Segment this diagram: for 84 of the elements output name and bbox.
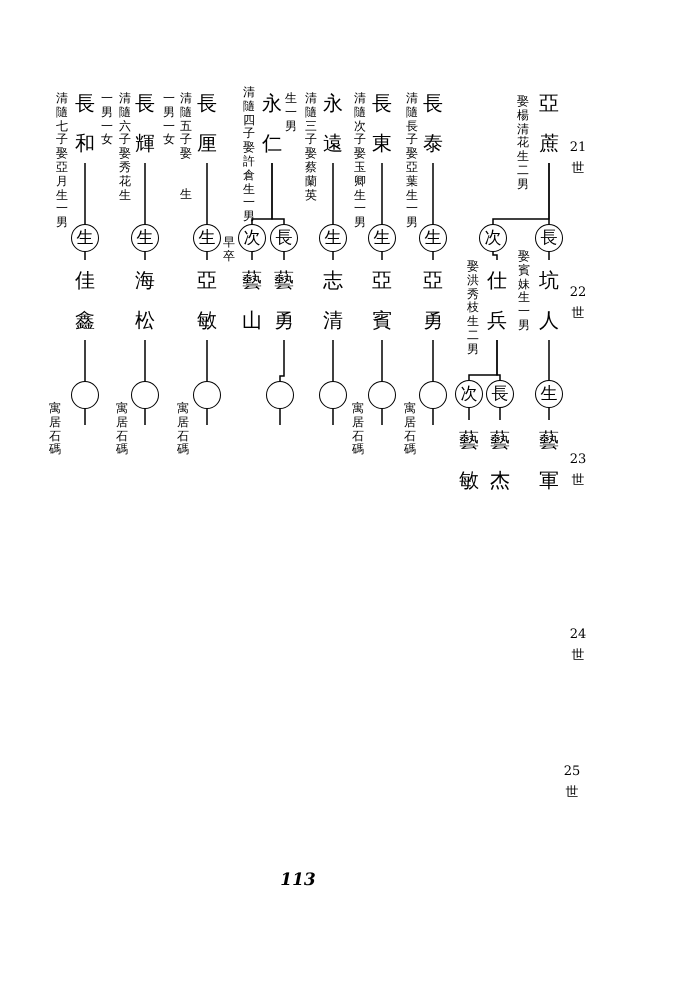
annotation-note: 娶洪秀枝生二男 [466,260,480,357]
lineage-line [251,252,253,260]
person-name: 永仁 [262,83,282,163]
generation-label: 23世 [569,451,587,490]
annotation-note: 娶楊清花生二男 [516,95,530,192]
generation-label: 25世 [563,763,581,802]
person-name: 長東 [372,83,392,163]
generation-label: 24世 [569,626,587,665]
lineage-line [84,340,86,381]
generation-label: 22世 [569,284,587,323]
person-name: 海松 [135,260,155,340]
person-name: 佳鑫 [75,260,95,340]
person-name: 亞賓 [372,260,392,340]
person-name: 坑人 [539,260,559,340]
lineage-line [381,340,383,381]
person-name: 亞勇 [423,260,443,340]
annotation-note: 清隨三子娶蔡蘭英 [304,92,318,202]
annotation-note: 清隨四子娶許倉生一男 [242,86,256,224]
annotation-note: 清隨次子娶玉卿生一男 [353,92,367,230]
lineage-line [206,409,208,425]
annotation-note: 清隨六子娶秀花生 [118,92,132,202]
annotation-note: 一男一女 [100,92,114,148]
lineage-line [548,408,550,420]
lineage-line [206,340,208,381]
lineage-line [548,252,550,260]
annotation-note: 寓居石碼 [176,402,190,458]
lineage-line [468,340,498,380]
lineage-line [381,409,383,425]
lineage-line [432,252,434,260]
lineage-line [84,252,86,260]
lineage-line [332,252,334,260]
lineage-line [332,340,334,381]
person-name: 仕兵 [487,260,507,340]
lineage-line [206,252,208,260]
person-name: 長泰 [423,83,443,163]
annotation-note: 生 [179,188,193,202]
lineage-line [492,252,498,260]
lineage-line [468,408,470,420]
annotation-note: 清隨長子娶亞葉生一男 [405,92,419,230]
lineage-line [206,163,208,224]
lineage-line [548,340,550,380]
lineage-line [144,252,146,260]
annotation-note: 清隨七子娶亞月生一男 [55,92,69,230]
lineage-line [332,163,334,224]
lineage-line [144,340,146,381]
annotation-note: 一男一女 [162,92,176,148]
lineage-line [283,252,285,260]
lineage-line [84,163,86,224]
lineage-line [279,340,285,381]
person-name: 志清 [323,260,343,340]
annotation-note: 清隨五子娶 [179,92,193,161]
lineage-line [144,163,146,224]
generation-label: 21世 [569,139,587,178]
person-name: 藝杰 [490,420,510,500]
person-name: 藝勇 [274,260,294,340]
person-name: 長輝 [135,83,155,163]
annotation-note: 寓居石碼 [48,402,62,458]
lineage-line [432,163,434,224]
lineage-line [332,409,334,425]
person-name: 長和 [75,83,95,163]
lineage-line [279,409,281,425]
lineage-line [84,409,86,425]
annotation-note: 寓居石碼 [403,402,417,458]
person-name: 藝敏 [459,420,479,500]
lineage-line [432,409,434,425]
person-name: 亞敏 [197,260,217,340]
person-name: 藝軍 [539,420,559,500]
annotation-note: 娶賓妹生一男 [517,250,531,333]
lineage-line [432,340,434,381]
annotation-note: 寓居石碼 [115,402,129,458]
person-name: 藝山 [242,260,262,340]
page-number: 113 [279,869,317,892]
lineage-line [499,408,501,420]
lineage-line [251,163,273,224]
person-name: 長厘 [197,83,217,163]
lineage-line [492,163,550,224]
lineage-line [381,252,383,260]
lineage-line [381,163,383,224]
annotation-note: 早卒 [222,236,236,264]
person-name: 永遠 [323,83,343,163]
annotation-note: 生一男 [284,92,298,134]
person-name: 亞蔗 [539,83,559,163]
annotation-note: 寓居石碼 [351,402,365,458]
lineage-line [144,409,146,425]
